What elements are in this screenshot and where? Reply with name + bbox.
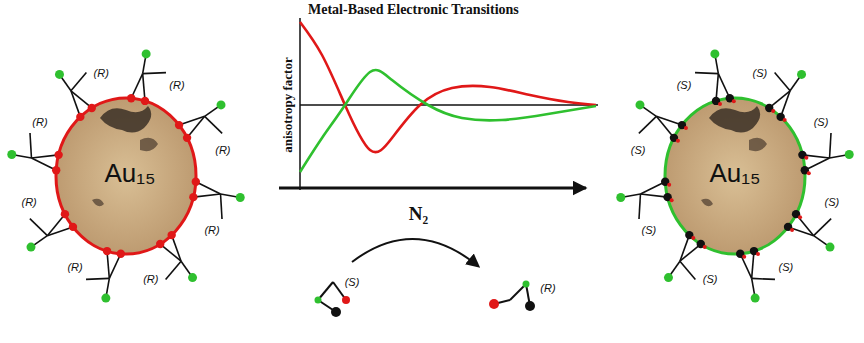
cluster-texture <box>709 106 760 133</box>
cluster-texture <box>92 138 158 207</box>
cluster-label: Au₁₅ <box>709 160 760 186</box>
reaction-arrow <box>279 187 586 190</box>
chirality-label: (R) <box>168 79 185 91</box>
chirality-label: (R) <box>20 196 37 208</box>
cluster-node: Au₁₅ <box>5 20 277 325</box>
cd-curves <box>300 22 596 172</box>
exchange-arrow <box>352 239 478 266</box>
chirality-label: (S) <box>824 196 841 208</box>
chirality-label: (S) <box>344 276 361 288</box>
cluster-texture <box>701 138 767 207</box>
edge-label: N₂ <box>409 204 428 225</box>
chirality-label: (S) <box>630 144 647 156</box>
cluster-node: Au₁₅ <box>588 20 860 325</box>
ligand-shell <box>616 49 853 302</box>
chirality-label: (S) <box>641 224 658 236</box>
chirality-label: (R) <box>93 67 110 79</box>
y-axis <box>299 18 301 190</box>
ligand-shell <box>7 49 244 302</box>
cluster-label: Au₁₅ <box>104 160 155 186</box>
cluster-texture <box>100 106 151 133</box>
chirality-label: (S) <box>702 273 719 285</box>
chirality-label: (R) <box>203 224 220 236</box>
gold-cluster <box>665 98 805 254</box>
gold-cluster <box>56 98 196 254</box>
chirality-label: (S) <box>813 116 830 128</box>
free-ligand <box>489 281 535 312</box>
chirality-label: (R) <box>214 144 231 156</box>
cd-curve <box>300 22 596 152</box>
chirality-label: (S) <box>751 67 768 79</box>
chirality-label: (R) <box>539 282 556 294</box>
cd-curve <box>300 70 596 172</box>
chirality-label: (S) <box>676 79 693 91</box>
chirality-label: (R) <box>66 261 83 273</box>
chirality-label: (S) <box>778 261 795 273</box>
chirality-label: (R) <box>142 273 159 285</box>
axis-label: anisotropy factor <box>281 57 295 152</box>
chirality-label: (R) <box>31 116 48 128</box>
chart-title: Metal-Based Electronic Transitions <box>308 2 519 17</box>
